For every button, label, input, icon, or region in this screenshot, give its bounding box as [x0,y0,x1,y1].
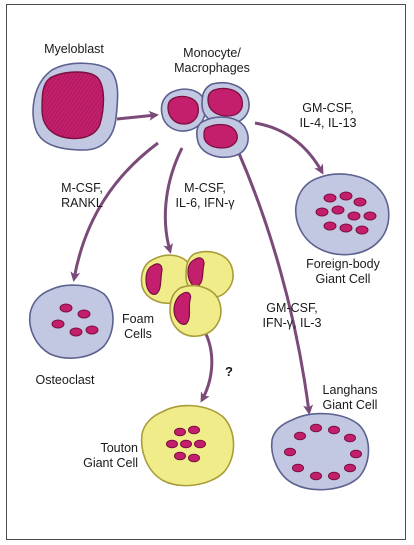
osteoclast-nuclei [51,303,99,337]
arrows [70,110,324,415]
cytokines-osteoclast-line-1: M-CSF, [61,181,103,195]
cytokines-foreign-body-line-2: IL-4, IL-13 [299,116,357,130]
foam-cell-3 [169,284,222,337]
label-monocyte: Monocyte/ Macrophages [174,46,250,76]
myeloblast-cell [32,62,119,151]
label-osteoclast: Osteoclast [35,373,95,387]
label-langhans-line-2: Giant Cell [322,398,378,412]
touton-nuclei [166,425,206,463]
touton-giant-cell [140,404,235,487]
langhans-giant-cell [270,412,370,491]
label-monocyte-line-1: Monocyte/ [183,46,241,60]
label-foam-line-1: Foam [122,312,154,326]
cytokines-langhans-line-1: GM-CSF, [266,301,318,315]
label-touton-line-1: Touton [100,441,138,455]
label-touton: Touton Giant Cell [76,441,138,471]
foam-cells [140,250,234,337]
cytokines-foam: M-CSF, IL-6, IFN-γ [175,181,234,211]
cytokines-foreign-body-line-1: GM-CSF, [302,101,354,115]
monocyte-cluster [160,82,250,158]
langhans-nuclei [284,423,362,481]
label-langhans: Langhans Giant Cell [323,383,378,413]
cytokines-langhans: GM-CSF, IFN-γ, IL-3 [262,301,321,331]
label-langhans-line-1: Langhans [322,383,378,397]
label-monocyte-line-2: Macrophages [174,61,250,75]
foreign-body-giant-cell [295,173,390,256]
myeloblast-nucleus [41,71,105,140]
label-foam: Foam Cells [122,312,154,342]
arrow-monocyte-to-foreign-body [254,121,324,175]
label-foreign-body: Foreign-body Giant Cell [306,257,380,287]
arrow-monocyte-to-osteoclast [70,141,159,282]
cytokines-foam-line-1: M-CSF, [184,181,226,195]
uncertain-pathway-mark: ? [225,364,233,379]
osteoclast-cell [28,284,114,359]
monocyte-cell-1 [160,88,207,132]
cytokines-langhans-line-2: IFN-γ, IL-3 [262,316,322,330]
arrow-myeloblast-to-monocyte [116,110,159,121]
label-foreign-body-line-1: Foreign-body [306,257,380,271]
label-foreign-body-line-2: Giant Cell [315,272,371,286]
cytokines-osteoclast-line-2: RANKL [61,196,103,210]
cytokines-foam-line-2: IL-6, IFN-γ [175,196,235,210]
foreign-body-nuclei [315,191,377,235]
arrow-foam-to-touton [200,331,214,403]
label-myeloblast: Myeloblast [44,42,104,56]
monocyte-cell-2 [201,82,250,126]
cytokines-osteoclast: M-CSF, RANKL [61,181,103,211]
arrow-monocyte-to-foam [163,147,184,254]
monocyte-cell-3 [196,116,249,158]
cytokines-foreign-body: GM-CSF, IL-4, IL-13 [300,101,357,131]
label-foam-line-2: Cells [124,327,152,341]
arrow-monocyte-to-langhans [236,150,314,415]
label-touton-line-2: Giant Cell [83,456,138,470]
